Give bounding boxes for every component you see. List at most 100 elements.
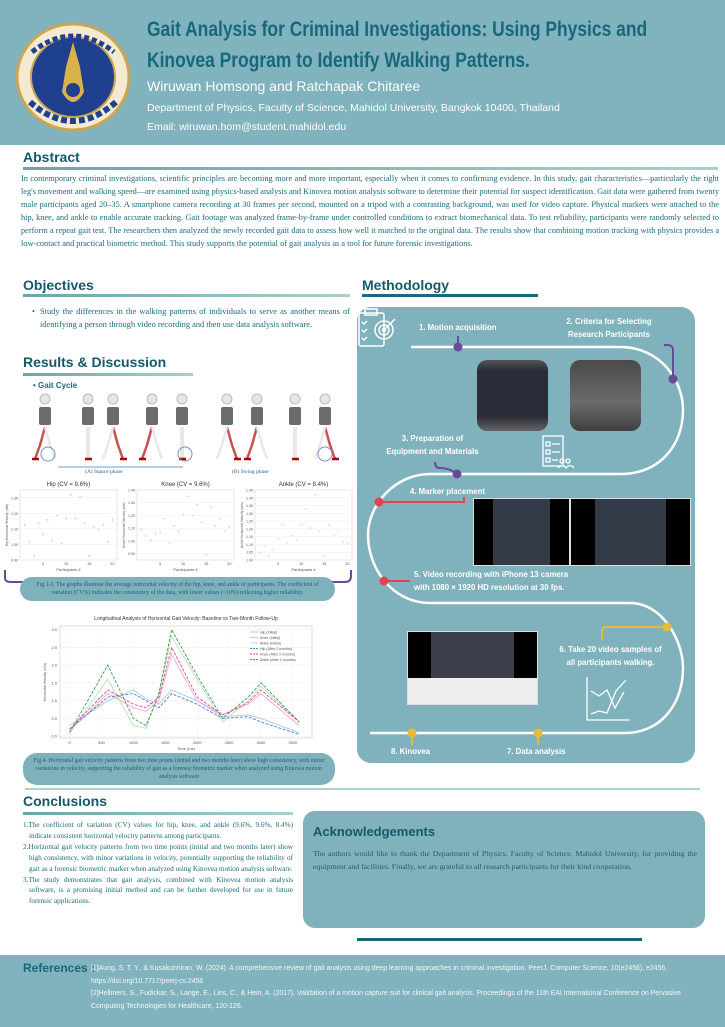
longitudinal-line-chart: Longitudinal Analysis of Horizontal Gait…: [43, 616, 313, 751]
chart-title: Knee (CV = 9.6%): [161, 482, 210, 488]
y-axis-label: Hip Horizontal Velocity (m/s): [5, 504, 9, 547]
figure-back-leg: [101, 426, 115, 460]
step4-label: 4. Marker placement: [410, 487, 485, 496]
step6-line2: all participants walking.: [566, 658, 655, 667]
reference-item: [1]Aung, S. T. Y., & Kusakunniran, W. (2…: [91, 965, 668, 985]
data-point: *: [159, 531, 161, 537]
data-point: *: [51, 539, 53, 545]
y-axis-label: Knee Horizontal Velocity (m/s): [122, 502, 126, 547]
university-seal-logo: [15, 22, 131, 132]
caption-bracket: [4, 570, 352, 583]
stance-phase-label: (A) Stance phase: [85, 469, 123, 475]
data-point: *: [145, 535, 147, 541]
data-point: *: [191, 515, 193, 521]
chart-title: Hip (CV = 9.6%): [47, 482, 91, 488]
legend-label: Knee (Initial): [260, 636, 280, 640]
step5-line2: with 1080 × 1920 HD resolution at 30 fps…: [414, 583, 565, 592]
figure-torso: [319, 407, 331, 425]
figure-head: [319, 393, 331, 405]
x-axis-label: Participants #: [56, 567, 81, 572]
x-tick-label: 0: [68, 740, 71, 745]
figure-torso: [82, 407, 94, 425]
step8-label: 8. Kinovea: [391, 747, 430, 756]
x-tick-label: 1000: [129, 740, 139, 745]
data-point: *: [277, 538, 279, 544]
figure-torso: [176, 407, 188, 425]
data-point: *: [305, 508, 307, 514]
step8-dot: [407, 728, 417, 738]
data-point: *: [328, 524, 330, 530]
results-heading: Results & Discussion: [23, 354, 167, 370]
kinovea-screenshot: [407, 631, 538, 705]
conclusion-item: 2.Horizontal gait velocity patterns from…: [23, 842, 293, 873]
data-point: *: [154, 533, 156, 539]
plot-area: [19, 489, 118, 561]
y-tick-label: 1.30: [246, 512, 253, 516]
y-tick-label: 1.10: [11, 527, 18, 531]
data-point: *: [228, 526, 230, 532]
figure-torso: [251, 407, 263, 425]
heel-strike-circle: [40, 446, 56, 462]
y-tick-label: 0.0: [51, 734, 57, 739]
y-tick-label: 1.00: [246, 559, 253, 563]
step2-dot: [668, 374, 678, 384]
data-point: *: [259, 552, 261, 558]
x-axis-label: Time (ms): [177, 746, 196, 751]
step6-dot: [662, 622, 672, 632]
data-point: *: [24, 524, 26, 530]
figure-head: [221, 393, 233, 405]
backdrop-photo: [477, 360, 548, 431]
y-tick-label: 2.0: [51, 663, 57, 668]
data-point: *: [286, 542, 288, 548]
heel-strike-circle: [177, 446, 193, 462]
references-band: References : [1]Aung, S. T. Y., & Kusaku…: [0, 955, 725, 1027]
data-point: *: [65, 518, 67, 524]
data-point: *: [333, 535, 335, 541]
figure-back-leg: [255, 426, 269, 460]
x-tick-label: 1500: [161, 740, 171, 745]
legend-label: Knee (After 2 months): [260, 652, 295, 656]
step7-label: 7. Data analysis: [507, 747, 566, 756]
x-tick-label: 20: [110, 562, 114, 566]
figure-leg: [33, 426, 47, 460]
data-point: *: [79, 496, 81, 502]
gait-cycle-figure: [32, 393, 339, 462]
x-tick-label: 10: [299, 562, 303, 566]
figure-back-leg: [43, 426, 57, 460]
figure-head: [289, 393, 301, 405]
x-tick-label: 20: [227, 562, 231, 566]
y-tick-label: 1.5: [51, 680, 57, 685]
x-tick-label: 500: [98, 740, 105, 745]
y-tick-label: 1.30: [128, 501, 135, 505]
scatter-chart-2: Ankle (CV = 8.4%)1.001.051.101.151.201.2…: [240, 482, 353, 572]
data-point: *: [42, 533, 44, 539]
data-point: *: [205, 554, 207, 560]
data-point: *: [196, 503, 198, 509]
conclusions-heading: Conclusions: [23, 793, 108, 809]
x-axis-label: Participants #: [291, 567, 316, 572]
flow-path: [366, 345, 685, 735]
step5-label: 5. Video recording with iPhone 13 camera…: [414, 568, 568, 594]
x-axis-label: Participants #: [173, 567, 198, 572]
y-tick-label: 1.20: [246, 527, 253, 531]
data-point: *: [84, 522, 86, 528]
y-tick-label: 2.5: [51, 645, 57, 650]
x-tick-label: 15: [204, 562, 208, 566]
data-point: *: [164, 517, 166, 523]
step5-line1: 5. Video recording with iPhone 13 camera: [414, 570, 569, 579]
data-point: *: [98, 528, 100, 534]
data-point: *: [111, 519, 113, 525]
figure-back-leg: [215, 426, 229, 460]
acknowledgements-box: Acknowledgements The authors would like …: [303, 811, 705, 928]
data-point: *: [102, 524, 104, 530]
ack-divider: [357, 938, 642, 941]
y-tick-label: 1.20: [128, 514, 135, 518]
data-point: *: [47, 519, 49, 525]
stance-bar: [58, 466, 183, 468]
figure-torso: [107, 407, 119, 425]
step1-dot: [453, 342, 463, 352]
data-point: *: [263, 546, 265, 552]
y-tick-label: 1.15: [246, 535, 253, 539]
